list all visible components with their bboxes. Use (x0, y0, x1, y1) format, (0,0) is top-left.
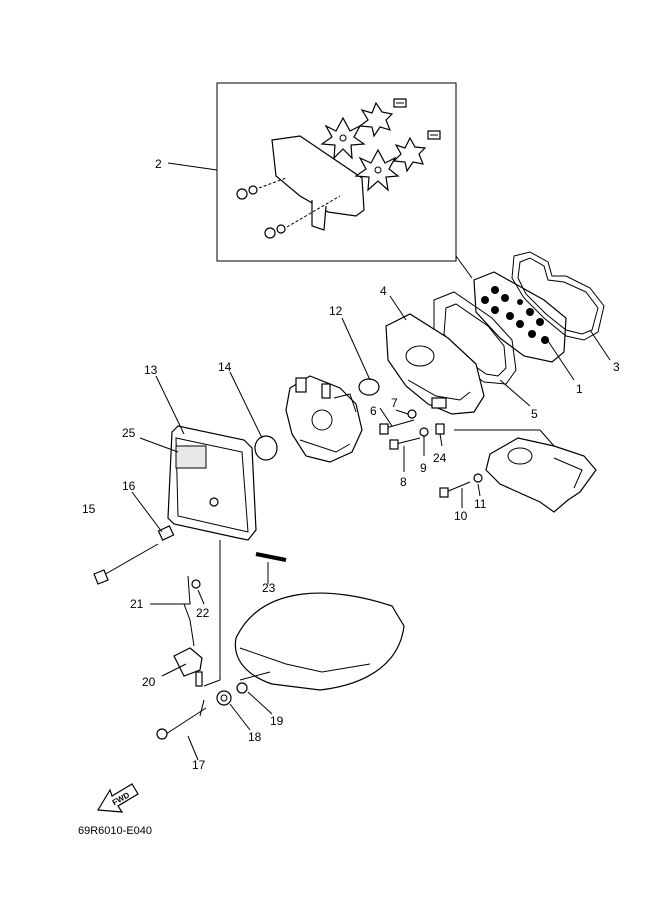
bottom-cowling (234, 592, 405, 691)
o-ring-12 (358, 378, 380, 396)
choke-knob-17 (156, 707, 207, 740)
callout-23: 23 (262, 581, 276, 595)
reed-petal-lower (354, 148, 400, 192)
collar-16 (157, 525, 175, 541)
mounting-bracket (485, 437, 597, 513)
o-ring-14 (254, 435, 278, 461)
nut-18 (216, 690, 232, 706)
silencer-case (167, 425, 257, 541)
callout-1: 1 (576, 382, 583, 396)
callout-15: 15 (82, 502, 96, 516)
washer-7 (407, 409, 417, 419)
callout-20: 20 (142, 675, 156, 689)
callout-17: 17 (192, 758, 206, 772)
callout-24: 24 (433, 451, 447, 465)
clip-24 (435, 423, 445, 435)
callout-7: 7 (391, 396, 398, 410)
callout-21: 21 (130, 597, 144, 611)
callout-11: 11 (474, 497, 487, 511)
callout-13: 13 (144, 363, 158, 377)
screw-right (427, 130, 441, 140)
callout-25: 25 (122, 426, 136, 440)
callout-10: 10 (454, 509, 468, 523)
intake-manifold (385, 313, 485, 415)
bolt-15 (93, 543, 159, 585)
nut-washer-upper (236, 177, 287, 200)
screw-top (393, 98, 407, 108)
carburetor (285, 375, 363, 463)
label-plate-25 (175, 445, 207, 469)
callout-8: 8 (400, 475, 407, 489)
callout-16: 16 (122, 479, 136, 493)
callout-5: 5 (531, 407, 538, 421)
leader-lines (131, 162, 611, 761)
pin-23 (255, 552, 287, 562)
reed-valve-plate (473, 271, 567, 363)
drawing-code: 69R6010-E040 (78, 825, 152, 837)
gasket-outer (511, 251, 605, 341)
choke-lever-20 (173, 647, 203, 687)
nut-washer-lower (264, 195, 341, 239)
washer-19 (236, 682, 248, 694)
callout-9: 9 (420, 461, 427, 475)
callout-4: 4 (380, 284, 387, 298)
detail-inset (216, 82, 473, 279)
callout-19: 19 (270, 714, 284, 728)
reed-stopper-upper (358, 101, 394, 138)
bolt-6 (379, 419, 415, 435)
callout-12: 12 (329, 304, 343, 318)
fwd-arrow: FWD (96, 783, 139, 813)
callout-2: 2 (155, 157, 162, 171)
callout-22: 22 (196, 606, 210, 620)
callout-14: 14 (218, 360, 232, 374)
bolt-10 (439, 481, 471, 498)
callout-labels: 1 2 3 4 5 6 7 8 9 10 11 12 13 14 15 16 1… (82, 157, 620, 772)
reed-petal-upper (320, 116, 366, 160)
callout-3: 3 (613, 360, 620, 374)
grommet-22 (191, 579, 201, 589)
bolt-8 (389, 437, 421, 450)
washer-11 (473, 473, 483, 483)
washer-9 (419, 427, 429, 437)
callout-18: 18 (248, 730, 262, 744)
reed-stopper-lower (392, 136, 427, 173)
callout-6: 6 (370, 404, 377, 418)
